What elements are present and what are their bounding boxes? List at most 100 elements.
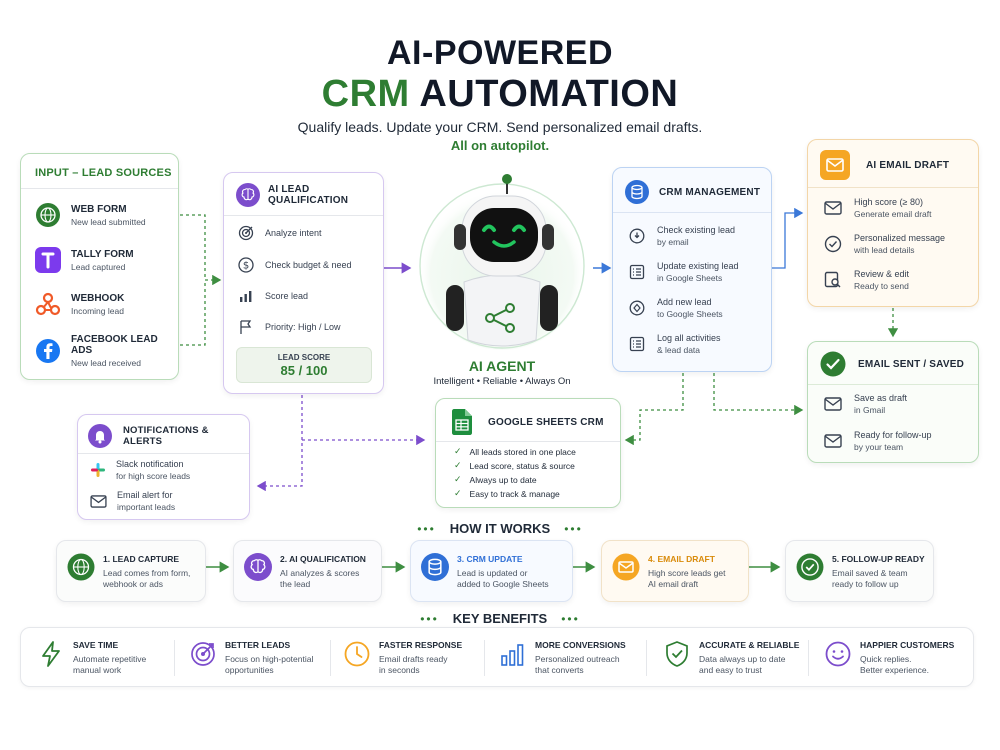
benefit-desc: Personalized outreach — [535, 654, 620, 664]
email-sent-item-main: Save as draft — [854, 393, 908, 403]
sheets-card: GOOGLE SHEETS CRM ✓ All leads stored in … — [435, 398, 621, 508]
benefit-desc: Quick replies. — [860, 654, 912, 664]
robot-icon — [418, 174, 586, 350]
title-crm: CRM — [321, 73, 410, 115]
step-desc: AI email draft — [648, 579, 699, 589]
step-desc: the lead — [280, 579, 311, 589]
step-follow-up-ready: 5. FOLLOW-UP READY Email saved & team re… — [785, 540, 934, 602]
step-desc: High score leads get — [648, 568, 726, 578]
globe-icon — [67, 553, 95, 581]
lightning-icon — [39, 640, 63, 668]
info-icon — [629, 228, 645, 244]
notification-item-main: Email alert for — [117, 490, 173, 500]
input-sources-title: INPUT – LEAD SOURCES — [35, 167, 172, 179]
benefit-better-leads: BETTER LEADS Focus on high-potential opp… — [189, 640, 313, 675]
notification-item-main: Slack notification — [116, 459, 184, 469]
step-title: 2. AI QUALIFICATION — [280, 554, 366, 564]
crm-title: CRM MANAGEMENT — [659, 186, 761, 198]
log-icon — [629, 336, 645, 352]
source-name: TALLY FORM — [71, 248, 134, 260]
check-icon: ✓ — [454, 446, 462, 456]
benefit-accurate-reliable: ACCURATE & RELIABLE Data always up to da… — [664, 640, 799, 675]
source-facebook-lead-ads[interactable]: FACEBOOK LEAD ADS New lead received — [35, 334, 178, 368]
benefit-desc: Email drafts ready — [379, 654, 448, 664]
email-sent-title: EMAIL SENT / SAVED — [858, 358, 965, 370]
step-desc: Email saved & team — [832, 568, 908, 578]
mail-icon — [90, 494, 107, 508]
crm-item-sub: by email — [657, 237, 689, 247]
lead-score-value: 85 / 100 — [280, 363, 328, 378]
step-desc: Lead is updated or — [457, 568, 528, 578]
source-name: FACEBOOK LEAD ADS — [71, 334, 158, 356]
target-icon — [189, 640, 217, 668]
source-desc: Incoming lead — [71, 305, 124, 316]
sheets-item: ✓ Lead score, status & source — [454, 460, 575, 471]
title-automation: AUTOMATION — [419, 73, 679, 115]
dots-decoration: ••• — [417, 521, 436, 536]
step-desc: Lead comes from form, — [103, 568, 191, 578]
step-desc: AI analyzes & scores — [280, 568, 360, 578]
database-icon — [625, 180, 649, 204]
source-desc: New lead received — [71, 358, 141, 368]
bell-icon — [88, 424, 112, 448]
step-desc: webhook or ads — [103, 579, 164, 589]
crm-item-sub: in Google Sheets — [657, 273, 723, 283]
step-desc: ready to follow up — [832, 579, 899, 589]
dots-decoration: ••• — [564, 521, 583, 536]
email-draft-item-sub: with lead details — [854, 245, 915, 255]
email-sent-item-sub: by your team — [854, 442, 904, 452]
crm-item: Check existing lead by email — [629, 225, 735, 247]
step-title: 5. FOLLOW-UP READY — [832, 554, 925, 564]
step-crm-update: 3. CRM UPDATE Lead is updated or added t… — [410, 540, 573, 602]
step-ai-qualification: 2. AI QUALIFICATION AI analyzes & scores… — [233, 540, 382, 602]
dollar-icon: $ — [238, 257, 254, 273]
source-desc: Lead captured — [71, 261, 126, 272]
notification-item-sub: for high score leads — [116, 471, 191, 481]
check-icon: ✓ — [454, 460, 462, 470]
benefit-desc: Focus on high-potential — [225, 654, 314, 664]
notification-item: Slack notification for high score leads — [90, 459, 190, 481]
step-title: 1. LEAD CAPTURE — [103, 554, 180, 564]
benefit-desc: and easy to trust — [699, 665, 762, 675]
sheets-item-label: Easy to track & manage — [469, 488, 560, 499]
benefit-happier-customers: HAPPIER CUSTOMERS Quick replies. Better … — [824, 640, 954, 675]
add-lead-icon — [629, 300, 645, 316]
source-name: WEB FORM — [71, 203, 127, 215]
sheets-item-label: All leads stored in one place — [469, 446, 576, 457]
subtitle: Qualify leads. Update your CRM. Send per… — [297, 119, 703, 135]
lead-score-box: LEAD SCORE 85 / 100 — [236, 347, 372, 383]
key-benefits-heading: ••• KEY BENEFITS ••• — [0, 611, 1000, 626]
benefit-desc: Automate repetitive — [73, 654, 147, 664]
benefit-title: HAPPIER CUSTOMERS — [860, 640, 955, 650]
email-draft-item-sub: Ready to send — [854, 281, 909, 291]
benefit-title: BETTER LEADS — [225, 640, 291, 650]
envelope-icon — [820, 150, 850, 180]
heart-check-icon — [824, 235, 842, 253]
crm-item-main: Check existing lead — [657, 225, 736, 235]
envelope-icon — [612, 553, 640, 581]
dots-decoration: ••• — [420, 611, 439, 626]
sheets-item-label: Always up to date — [469, 474, 537, 485]
qualification-item-label: Check budget & need — [265, 260, 352, 270]
flag-icon — [238, 319, 254, 335]
bar-chart-icon — [499, 640, 527, 668]
dots-decoration: ••• — [561, 611, 580, 626]
review-icon — [824, 271, 842, 289]
benefit-title: SAVE TIME — [73, 640, 119, 650]
qualification-card: AI LEAD QUALIFICATION Analyze intent $ C… — [223, 172, 384, 394]
ai-agent: AI AGENT Intelligent • Reliable • Always… — [412, 168, 592, 390]
benefit-desc: that converts — [535, 665, 584, 675]
brain-icon — [236, 183, 260, 207]
crm-item-main: Log all activities — [657, 333, 721, 343]
agent-tagline: Intelligent • Reliable • Always On — [433, 376, 571, 387]
crm-item: Log all activities & lead data — [629, 333, 721, 355]
crm-item-sub: & lead data — [657, 345, 701, 355]
